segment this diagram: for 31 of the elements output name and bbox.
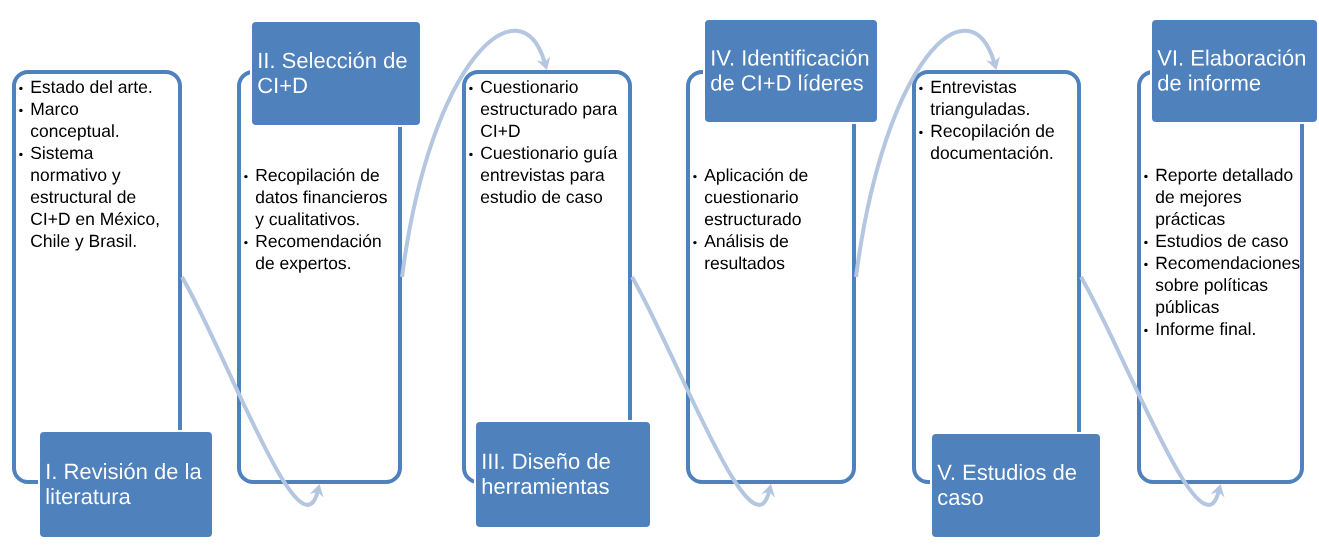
step-panel	[12, 70, 182, 484]
stage-title-box	[474, 420, 652, 529]
stage-title-box	[703, 18, 879, 124]
node-label: Recopilación de documentación.	[930, 123, 1054, 160]
curved-arrow	[854, 29, 1000, 278]
node-label: Recomendación de expertos.	[255, 234, 381, 273]
node-label: Cuestionario estructurado para CI+D	[480, 80, 618, 138]
curved-arrow	[400, 29, 551, 278]
node-label: Estado del arte.	[31, 80, 152, 94]
node-label: Sistema normativo y estructural de CI+D en México, Chile y Brasil.	[30, 146, 159, 251]
node-label: I. Revisión de la literatura	[46, 462, 202, 505]
node-label: Análisis de resultados	[704, 234, 789, 270]
node-label: Estudios de caso	[1156, 234, 1288, 248]
stage-title-box	[1150, 18, 1319, 124]
node-label: III. Diseño de herramientas	[482, 452, 610, 495]
node-label: Aplicación de cuestionario estructurado	[704, 168, 808, 226]
node-label: Recopilación de datos financieros y cualitativos.	[255, 168, 387, 229]
node-label: V. Estudios de caso	[937, 463, 1077, 506]
node-label: II. Selección de CI+D	[258, 51, 407, 94]
node-label: Marco conceptual.	[30, 102, 119, 141]
node-label: VI. Elaboración de informe	[1157, 49, 1305, 91]
node-label: Informe final.	[1156, 322, 1255, 336]
step-panel	[912, 70, 1081, 484]
stage-title-box	[930, 432, 1102, 539]
stage-title-box	[38, 430, 214, 539]
node-label: Entrevistas trianguladas.	[930, 80, 1029, 119]
node-label: IV. Identificación de CI+D líderes	[711, 49, 869, 91]
stage-title-box	[250, 20, 422, 127]
node-label: Recomendaciones sobre políticas públicas	[1155, 256, 1300, 317]
node-label: Cuestionario guía entrevistas para estudio de caso	[480, 145, 618, 204]
node-label: Reporte detallado de mejores prácticas	[1155, 168, 1293, 229]
